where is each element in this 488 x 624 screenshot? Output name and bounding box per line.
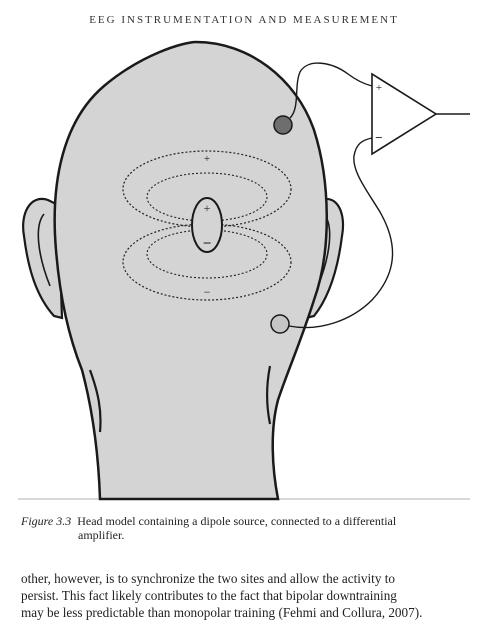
head-outline bbox=[53, 40, 328, 501]
amplifier-minus-input-label: − bbox=[375, 130, 382, 145]
dipole-minus-label: − bbox=[203, 236, 212, 252]
body-line-2: persist. This fact likely contributes to… bbox=[21, 588, 397, 603]
differential-amplifier bbox=[371, 72, 438, 156]
body-line-1: other, however, is to synchronize the tw… bbox=[21, 571, 395, 586]
reference-lead-wire bbox=[288, 137, 394, 329]
body-paragraph: other, however, is to synchronize the tw… bbox=[21, 570, 469, 621]
running-header: EEG INSTRUMENTATION AND MEASUREMENT bbox=[89, 14, 399, 26]
active-electrode bbox=[273, 115, 293, 135]
field-line-upper-outer bbox=[122, 150, 292, 228]
caption-text-line1: Head model containing a dipole source, c… bbox=[77, 514, 397, 528]
figure-label: Figure 3.3 bbox=[21, 514, 72, 528]
field-line-lower-inner bbox=[146, 229, 268, 279]
reference-electrode bbox=[270, 314, 290, 334]
dipole-source bbox=[191, 197, 223, 253]
active-lead-wire bbox=[289, 62, 373, 119]
left-ear-inner bbox=[37, 213, 51, 287]
body-line-3: may be less predictable than monopolar t… bbox=[21, 605, 423, 620]
right-neck-line bbox=[265, 365, 272, 425]
amplifier-plus-input-label: + bbox=[376, 82, 382, 94]
left-neck-line bbox=[88, 369, 102, 433]
figure-caption: Figure 3.3 Head model containing a dipole… bbox=[21, 514, 461, 542]
field-minus-label: − bbox=[204, 285, 211, 299]
dipole-plus-label: + bbox=[204, 201, 211, 215]
field-plus-label: + bbox=[204, 153, 210, 165]
caption-text-line2: amplifier. bbox=[78, 528, 125, 542]
left-ear bbox=[22, 197, 64, 320]
head-model-figure: + − + − + − bbox=[18, 40, 470, 501]
